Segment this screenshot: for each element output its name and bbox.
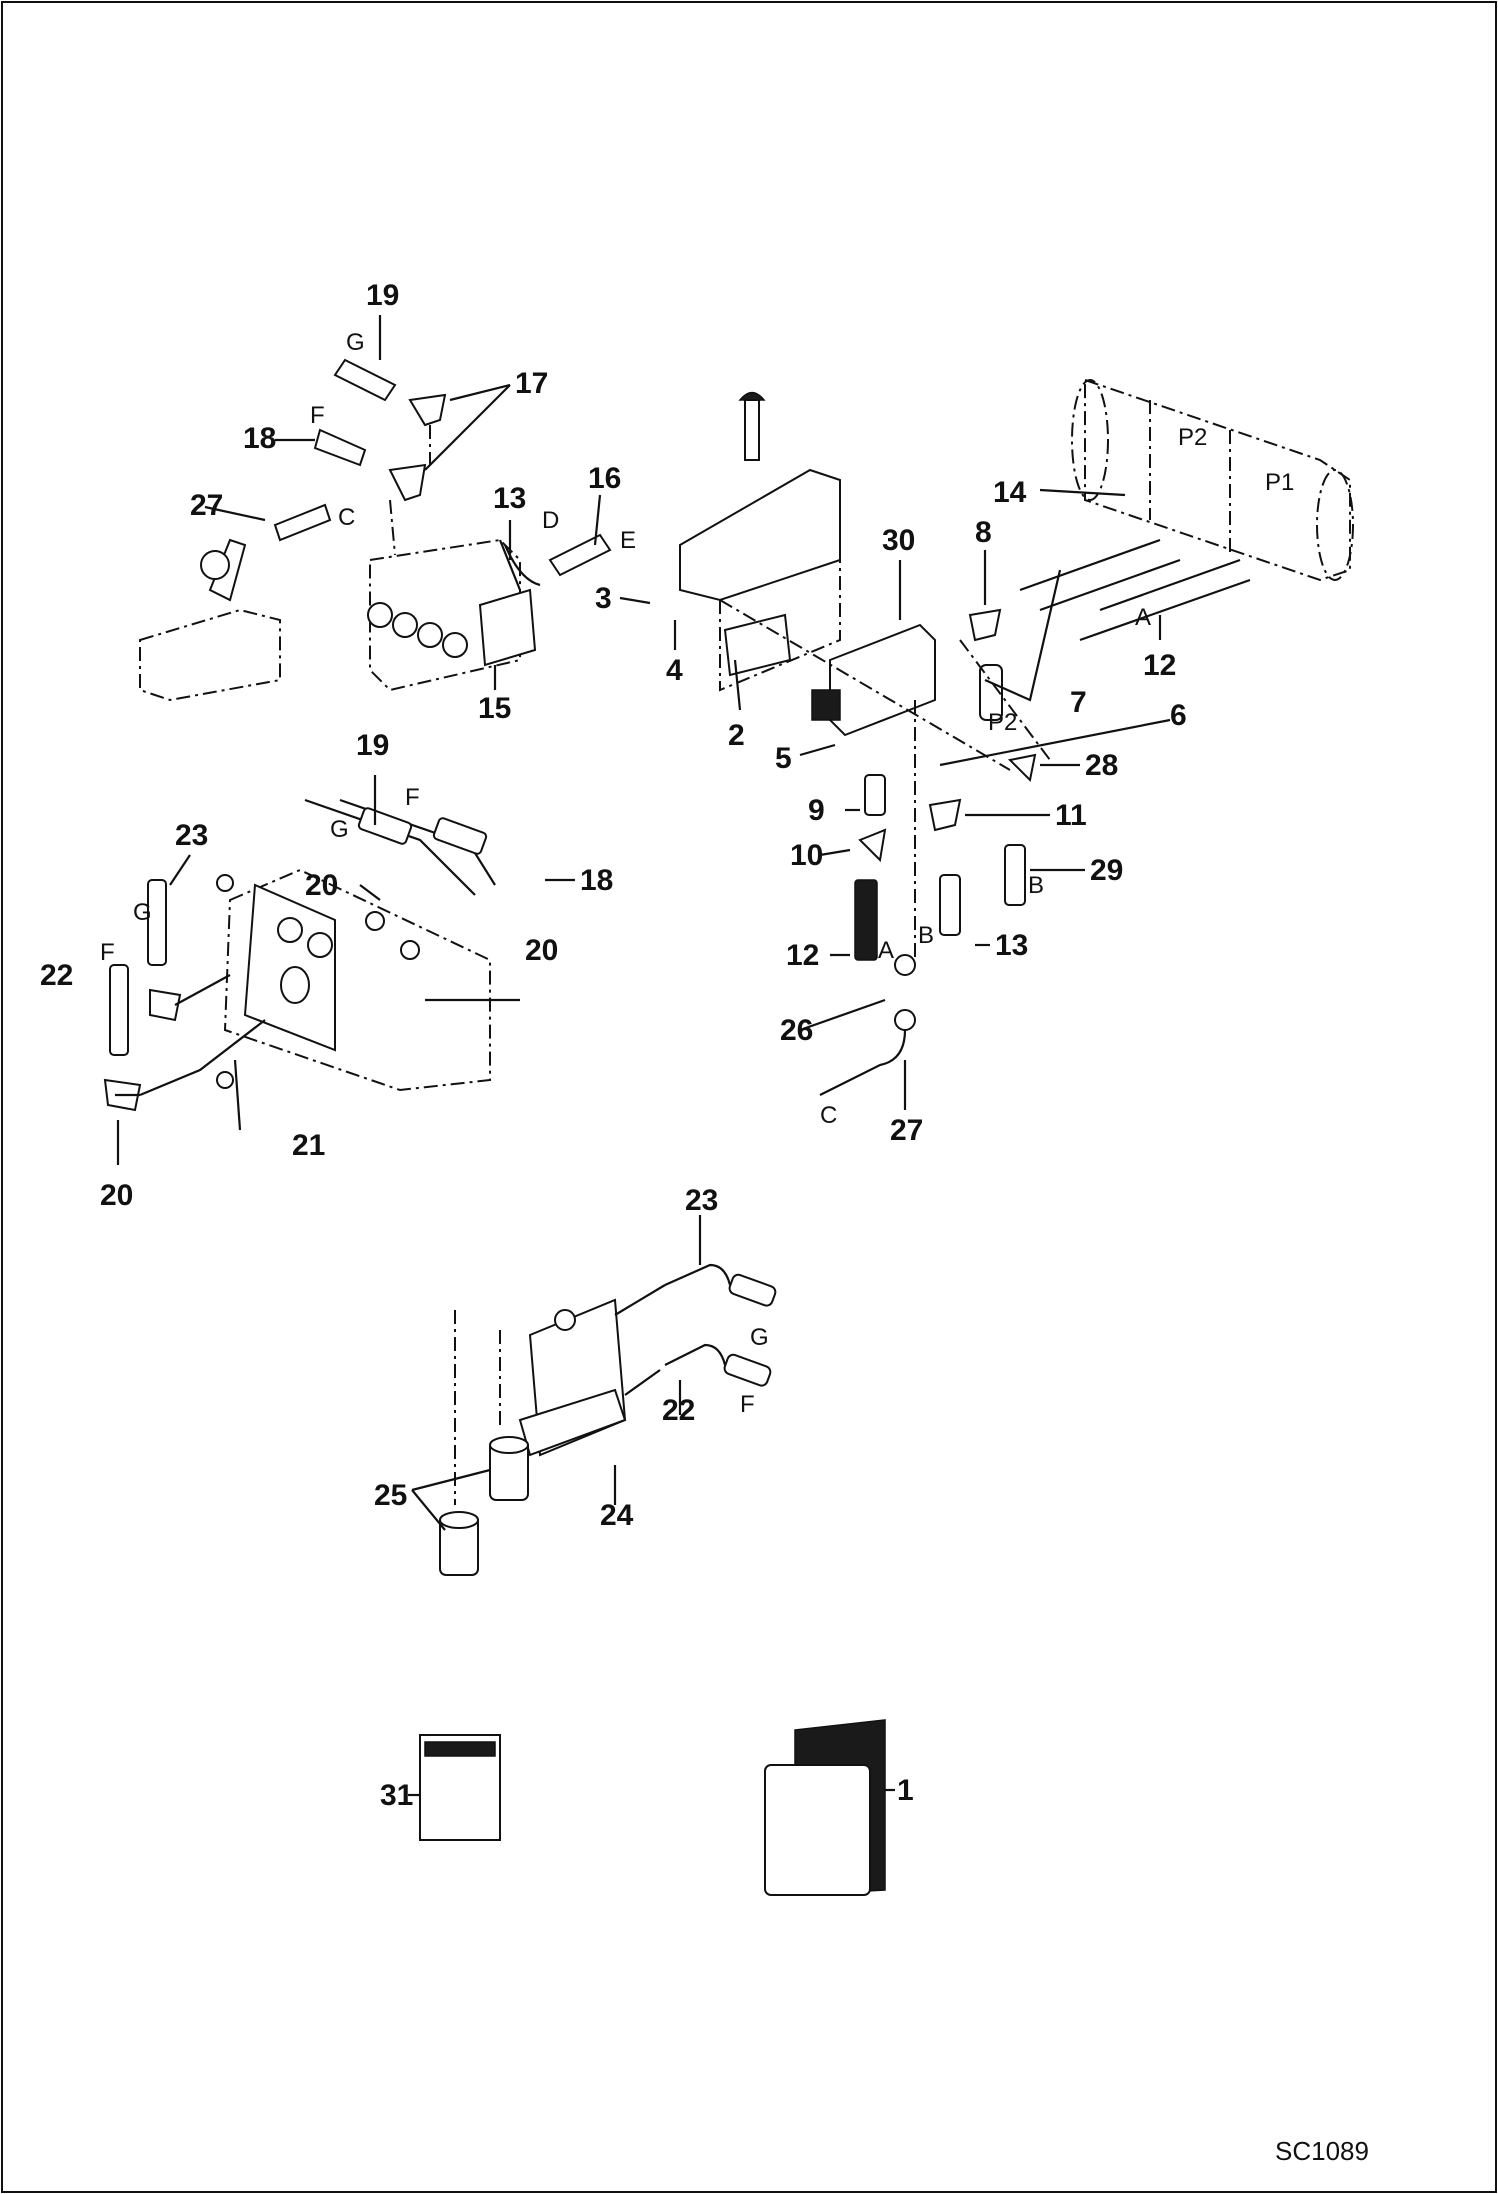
callout-29: 29 <box>1090 854 1123 887</box>
leader-lines <box>115 315 1171 1797</box>
parts-book <box>419 1734 501 1841</box>
callout-25: 25 <box>374 1479 407 1512</box>
callout-4: 4 <box>666 654 683 687</box>
callout-27: 27 <box>190 489 223 522</box>
operation-manual <box>764 1719 886 1896</box>
callout-11: 11 <box>1055 799 1087 832</box>
port-letter-d: D <box>542 507 559 534</box>
callout-9: 9 <box>808 794 825 827</box>
port-letter-c-lower: C <box>820 1102 837 1129</box>
callout-14: 14 <box>993 476 1027 509</box>
callout-28: 28 <box>1085 749 1118 782</box>
valve-mount-plate-assembly <box>103 798 496 1112</box>
callout-20-lower: 20 <box>100 1179 133 1212</box>
callout-18: 18 <box>243 422 276 455</box>
control-valve-assembly <box>139 358 612 702</box>
callout-17: 17 <box>515 367 548 400</box>
callout-labels: 19 17 18 27 13 16 15 3 4 2 30 8 14 12 7 … <box>40 279 1187 1812</box>
port-letter-f-mid: F <box>405 784 420 811</box>
callout-19: 19 <box>366 279 399 312</box>
callout-1: 1 <box>897 1774 914 1807</box>
port-letter-g-bottom: G <box>750 1324 769 1351</box>
callout-19-mid: 19 <box>356 729 389 762</box>
callout-16: 16 <box>588 462 621 495</box>
callout-8: 8 <box>975 516 992 549</box>
callout-21: 21 <box>292 1129 325 1162</box>
callout-22-lower: 22 <box>662 1394 695 1427</box>
port-letter-g-mid: G <box>330 816 349 843</box>
callout-6: 6 <box>1170 699 1187 732</box>
port-letter-e: E <box>620 527 636 554</box>
callout-27-lower: 27 <box>890 1114 923 1147</box>
port-letter-c: C <box>338 504 355 531</box>
callout-30: 30 <box>882 524 915 557</box>
callout-23: 23 <box>175 819 208 852</box>
callout-24: 24 <box>600 1499 634 1532</box>
callout-13-lower: 13 <box>995 929 1028 962</box>
port-letter-b-lower: B <box>918 922 934 949</box>
callout-5: 5 <box>775 742 792 775</box>
callout-7: 7 <box>1070 686 1087 719</box>
pilot-valve-bracket-assembly <box>679 391 1051 1096</box>
port-letter-a-lower: A <box>878 937 894 964</box>
callout-10: 10 <box>790 839 823 872</box>
drawing-code: SC1089 <box>1275 2136 1369 2166</box>
callout-2: 2 <box>728 719 745 752</box>
callout-23-lower: 23 <box>685 1184 718 1217</box>
callout-15: 15 <box>478 692 511 725</box>
stand-and-valves-assembly <box>439 1263 777 1576</box>
port-letter-p1: P1 <box>1265 469 1294 496</box>
callout-12: 12 <box>1143 649 1176 682</box>
port-letters: G F C D E A P2 P1 P2 A B B C F G F G G F <box>100 329 1294 1418</box>
callout-31: 31 <box>380 1779 413 1812</box>
port-letter-g: G <box>346 329 365 356</box>
port-letter-f: F <box>310 402 325 429</box>
port-letter-a: A <box>1135 604 1151 631</box>
callout-12-lower: 12 <box>786 939 819 972</box>
port-letter-f-bottom: F <box>740 1391 755 1418</box>
callout-18-mid: 18 <box>580 864 613 897</box>
callout-3: 3 <box>595 582 612 615</box>
port-letter-b-right: B <box>1028 872 1044 899</box>
callout-20: 20 <box>305 869 338 902</box>
callout-13: 13 <box>493 482 526 515</box>
callout-26: 26 <box>780 1014 813 1047</box>
main-pump <box>1019 378 1354 642</box>
port-letter-g-left: G <box>133 899 152 926</box>
port-letter-p2: P2 <box>988 709 1017 736</box>
port-letter-p2-pump: P2 <box>1178 424 1207 451</box>
callout-20-right: 20 <box>525 934 558 967</box>
port-letter-f-left: F <box>100 939 115 966</box>
callout-22: 22 <box>40 959 73 992</box>
